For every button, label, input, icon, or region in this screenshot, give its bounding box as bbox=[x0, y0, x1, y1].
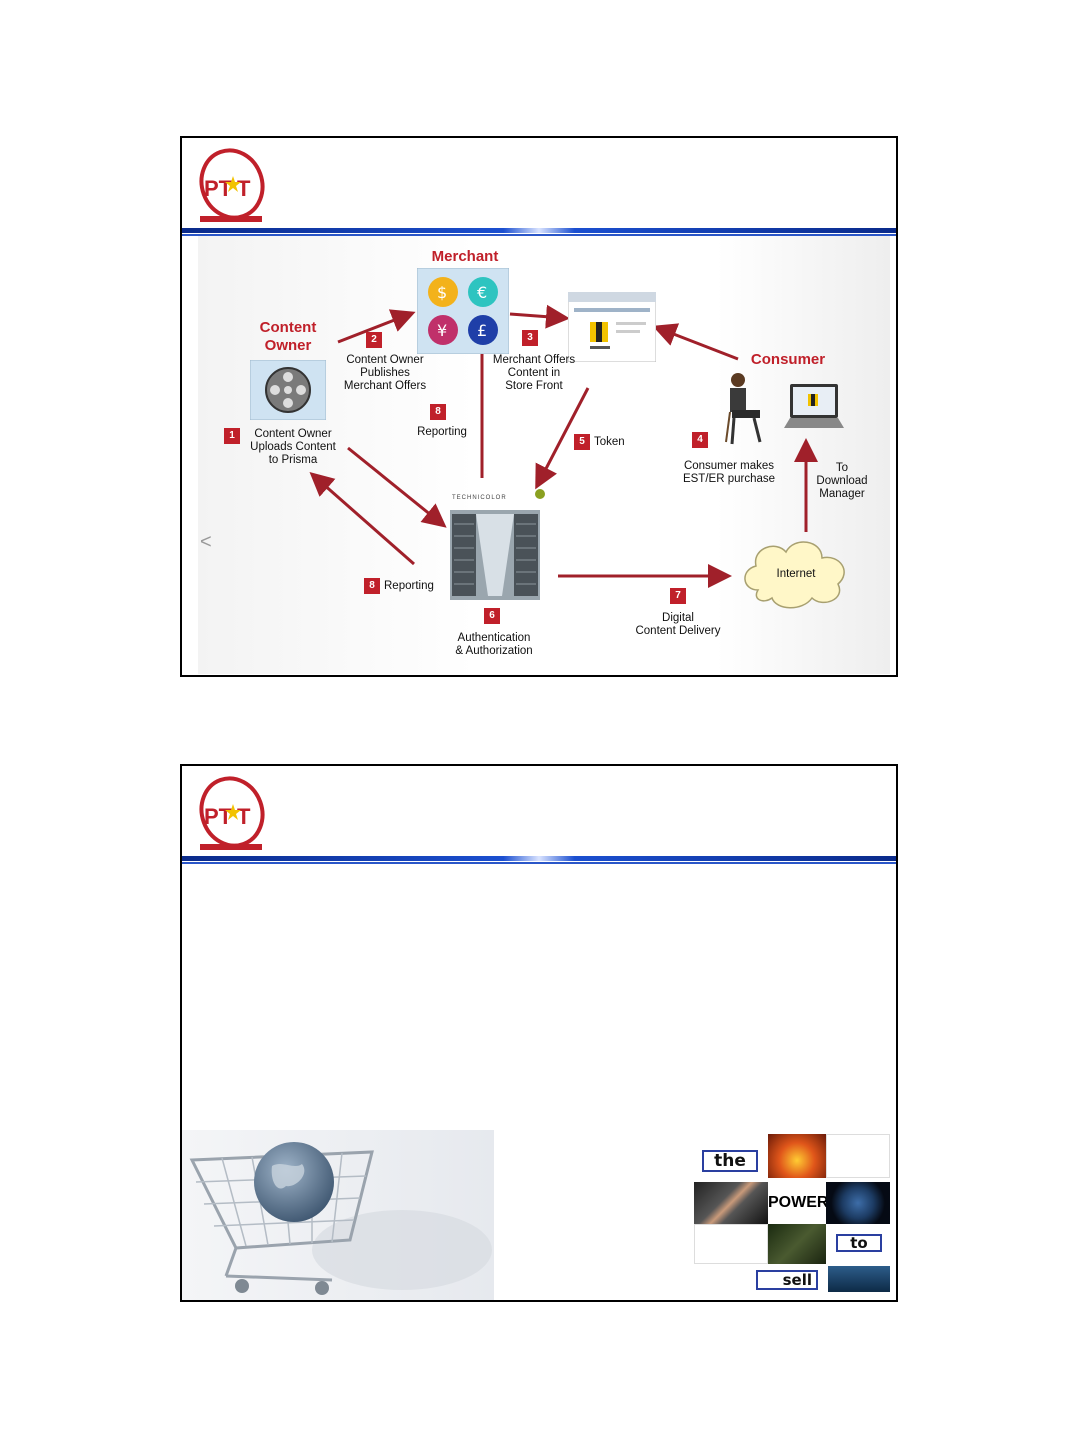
currency-icon: $ € ¥ £ bbox=[417, 268, 509, 354]
step-8-label-bottom: Reporting bbox=[384, 580, 434, 592]
content-owner-line-1: Content bbox=[259, 319, 317, 336]
svg-text:¥: ¥ bbox=[437, 321, 447, 340]
step-4-marker: 4 bbox=[692, 432, 708, 448]
step-1-marker: 1 bbox=[224, 428, 240, 444]
step-8-label-top: Reporting bbox=[417, 426, 467, 438]
merchant-label: Merchant bbox=[431, 248, 499, 265]
internet-label: Internet bbox=[776, 568, 816, 580]
step-3-line-1: Merchant Offers bbox=[492, 354, 576, 366]
header-rule bbox=[182, 856, 896, 861]
step-4-line-1: Consumer makes bbox=[683, 460, 775, 472]
slide-header: PT T bbox=[182, 138, 896, 236]
svg-text:£: £ bbox=[477, 321, 487, 340]
step-6-line-1: Authentication bbox=[457, 632, 531, 644]
step-3-label: Merchant Offers Content in Store Front bbox=[482, 354, 586, 393]
content-owner-line-2: Owner bbox=[264, 337, 312, 354]
step-5-marker: 5 bbox=[574, 434, 590, 450]
cursor-image bbox=[768, 1224, 826, 1264]
server-room-icon bbox=[450, 510, 540, 600]
technicolor-burst-icon bbox=[535, 489, 545, 499]
shopping-cart-globe-icon bbox=[182, 1130, 494, 1300]
step-5-label: Token bbox=[594, 436, 625, 448]
svg-text:PT: PT bbox=[204, 176, 233, 201]
blank-tile bbox=[826, 1134, 890, 1178]
step-2-line-2: Publishes bbox=[360, 367, 410, 379]
word-sell: sell bbox=[756, 1270, 818, 1290]
step-1-line-3: to Prisma bbox=[268, 454, 318, 466]
slide-header: PT T bbox=[182, 766, 896, 864]
step-4-label: Consumer makes EST/ER purchase bbox=[674, 460, 784, 486]
svg-text:€: € bbox=[477, 283, 487, 302]
internet-cloud-icon bbox=[744, 541, 845, 609]
step-7-line-2: Content Delivery bbox=[635, 625, 721, 637]
fireball-image bbox=[768, 1134, 826, 1178]
to-download-line-3: Manager bbox=[819, 488, 865, 500]
film-reel-icon bbox=[250, 360, 326, 420]
step-3-marker: 3 bbox=[522, 330, 538, 346]
step-3-line-3: Store Front bbox=[505, 380, 563, 392]
word-the: the bbox=[702, 1150, 758, 1172]
flow-arrows bbox=[309, 304, 818, 588]
keyboard-image bbox=[828, 1266, 890, 1292]
step-1-label: Content Owner Uploads Content to Prisma bbox=[244, 428, 342, 467]
consumer-person-icon bbox=[725, 373, 762, 445]
step-1-line-1: Content Owner bbox=[254, 428, 332, 440]
step-6-marker: 6 bbox=[484, 608, 500, 624]
svg-text:$: $ bbox=[437, 283, 447, 302]
word-to: to bbox=[836, 1234, 882, 1252]
step-8-marker-bottom: 8 bbox=[364, 578, 380, 594]
svg-text:T: T bbox=[237, 804, 251, 829]
laptop-icon bbox=[784, 384, 844, 428]
slide-2: PT T bbox=[180, 764, 898, 1302]
step-8-marker-top: 8 bbox=[430, 404, 446, 420]
header-rule-thin bbox=[182, 234, 896, 236]
step-2-label: Content Owner Publishes Merchant Offers bbox=[330, 354, 440, 393]
step-4-line-2: EST/ER purchase bbox=[682, 473, 776, 485]
step-1-line-2: Uploads Content bbox=[250, 441, 336, 453]
step-2-line-3: Merchant Offers bbox=[343, 380, 427, 392]
header-rule-thin bbox=[182, 862, 896, 864]
ptit-logo: PT T bbox=[199, 148, 265, 222]
step-6-line-2: & Authorization bbox=[455, 645, 533, 657]
power-to-sell-collage: the POWER to sell bbox=[694, 1134, 892, 1294]
prev-slide-chevron-icon[interactable]: < bbox=[200, 531, 212, 553]
step-2-line-1: Content Owner bbox=[346, 354, 424, 366]
earth-image bbox=[826, 1182, 890, 1224]
word-power: POWER bbox=[768, 1182, 828, 1224]
header-rule bbox=[182, 228, 896, 233]
storefront-screenshot-icon bbox=[568, 292, 656, 362]
step-3-line-2: Content in bbox=[507, 367, 561, 379]
step-2-marker: 2 bbox=[366, 332, 382, 348]
step-7-label: Digital Content Delivery bbox=[626, 612, 730, 638]
slide-1: PT T bbox=[180, 136, 898, 677]
content-owner-label: Content Owner bbox=[250, 319, 326, 355]
to-download-manager-label: To Download Manager bbox=[810, 462, 874, 501]
to-download-line-2: Download bbox=[816, 475, 868, 487]
svg-text:PT: PT bbox=[204, 804, 233, 829]
ptit-logo: PT T bbox=[199, 776, 265, 850]
step-7-line-1: Digital bbox=[662, 612, 694, 624]
svg-text:T: T bbox=[237, 176, 251, 201]
to-download-line-1: To bbox=[835, 462, 849, 474]
blank-tile bbox=[694, 1224, 768, 1264]
step-7-marker: 7 bbox=[670, 588, 686, 604]
technicolor-logo-text: TECHNICOLOR bbox=[452, 495, 507, 501]
handshake-image bbox=[694, 1182, 768, 1224]
step-6-label: Authentication & Authorization bbox=[442, 632, 546, 658]
consumer-label: Consumer bbox=[750, 351, 826, 368]
prisma-flow-diagram: Merchant $ € ¥ £ Content Owner bbox=[198, 236, 890, 674]
